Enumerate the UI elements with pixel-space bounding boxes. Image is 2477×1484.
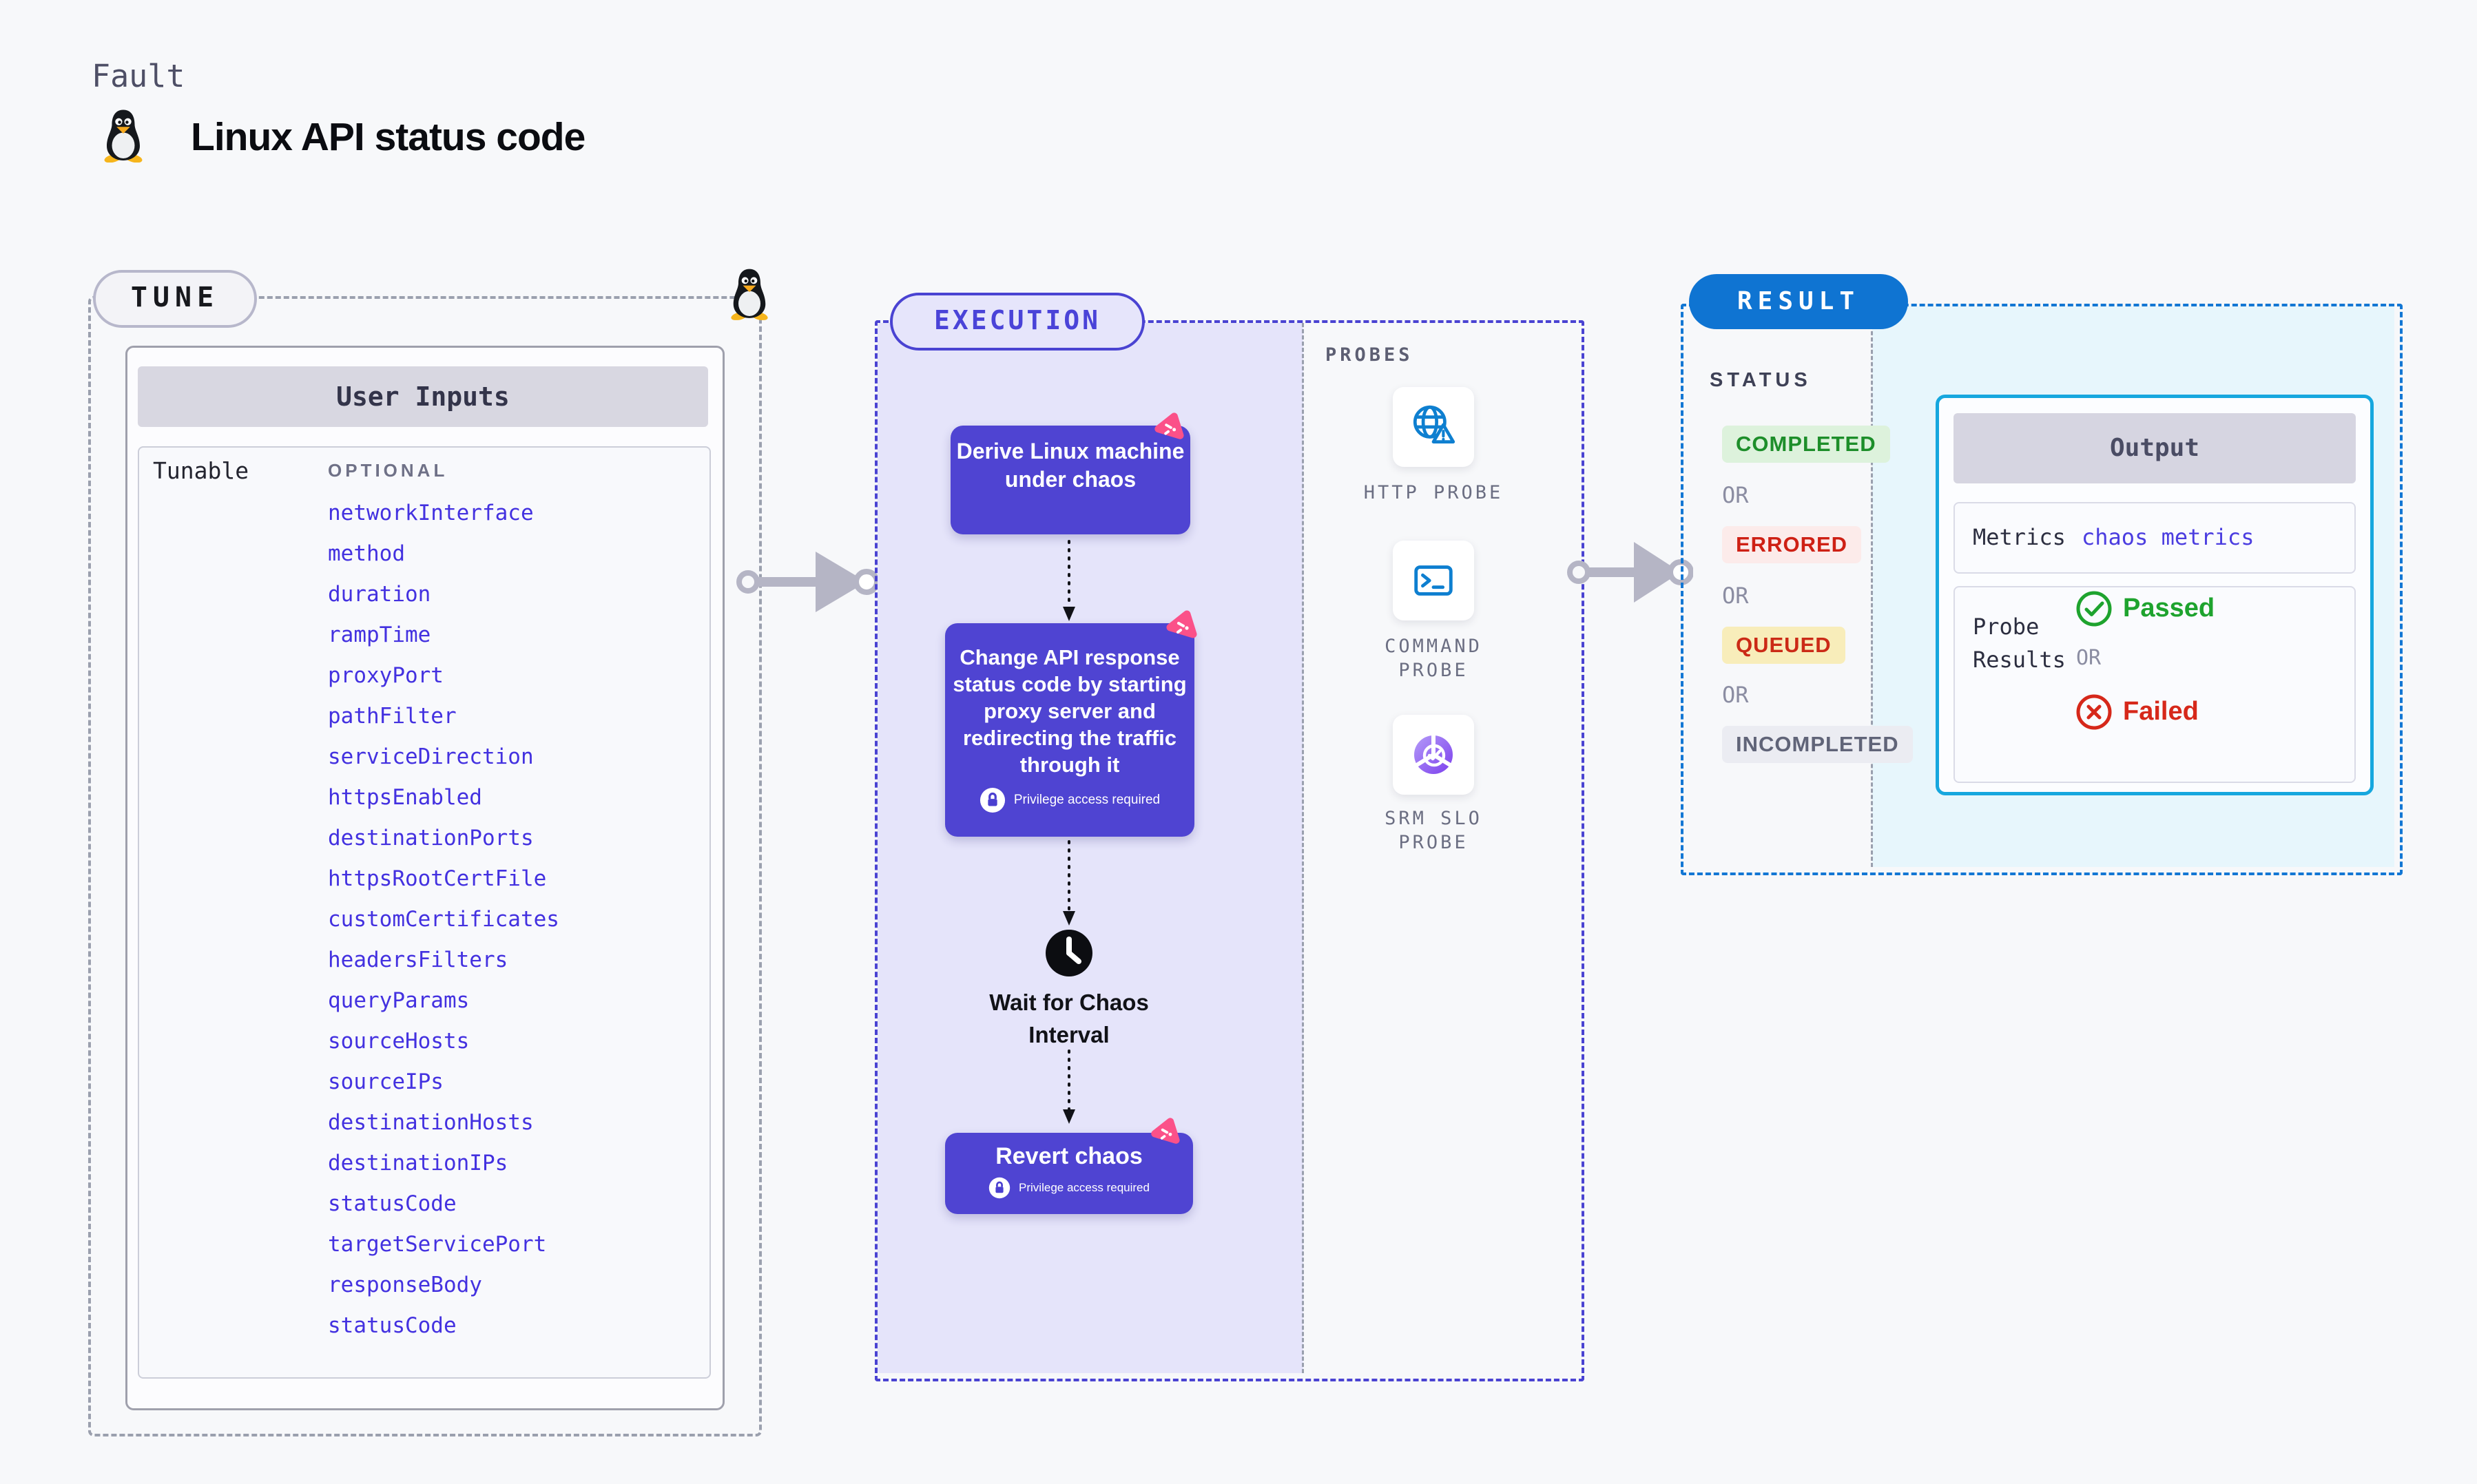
- probe-results-label: Probe Results: [1973, 614, 2066, 673]
- privilege-note: Privilege access required: [1013, 793, 1161, 807]
- tunable-row-label: Tunable: [153, 457, 249, 484]
- tux-penguin-icon: [727, 267, 771, 321]
- passed-check-icon: [2076, 591, 2112, 627]
- srm-slo-probe-card: [1393, 715, 1474, 795]
- wait-clock-icon: [1046, 930, 1092, 976]
- status-queued-badge: QUEUED: [1722, 627, 1845, 664]
- command-probe-label: COMMAND PROBE: [1385, 636, 1482, 681]
- tunable-link[interactable]: httpsEnabled: [328, 785, 482, 810]
- user-inputs-body: [138, 446, 711, 1379]
- chaos-metrics-link[interactable]: chaos metrics: [2082, 524, 2255, 550]
- optional-column-label: OPTIONAL: [328, 460, 448, 481]
- flow-connector-1: [1063, 540, 1075, 621]
- step-derive-text: Derive Linux machine under chaos: [956, 439, 1185, 492]
- privilege-note: Privilege access required: [1019, 1181, 1150, 1194]
- tunable-link[interactable]: duration: [328, 582, 431, 607]
- wait-for-chaos-label: Wait for Chaos Interval: [989, 990, 1149, 1047]
- metrics-row: [1953, 502, 2356, 574]
- tune-badge: TUNE: [93, 270, 257, 328]
- failed-x-icon: [2076, 694, 2112, 730]
- probe-results-row: [1953, 586, 2356, 783]
- tunable-link[interactable]: rampTime: [328, 623, 431, 647]
- srm-slo-probe-label: SRM SLO PROBE: [1385, 808, 1482, 853]
- or-separator: OR: [2076, 646, 2102, 670]
- or-separator: OR: [1722, 583, 1749, 609]
- tunable-link[interactable]: networkInterface: [328, 501, 534, 525]
- tunable-link[interactable]: targetServicePort: [328, 1232, 547, 1257]
- tunable-link[interactable]: headersFilters: [328, 948, 508, 972]
- tunable-link[interactable]: pathFilter: [328, 704, 457, 729]
- status-completed-badge: COMPLETED: [1722, 426, 1890, 463]
- tunable-link[interactable]: httpsRootCertFile: [328, 866, 547, 891]
- fault-kicker: Fault: [92, 58, 185, 94]
- result-badge: RESULT: [1689, 274, 1908, 329]
- status-label: STATUS: [1710, 369, 1812, 391]
- tune-section-outline: [88, 296, 762, 1436]
- http-probe-label: HTTP PROBE: [1363, 482, 1504, 503]
- failed-label: Failed: [2123, 697, 2199, 726]
- step-change-status-code: Change API response status code by start…: [945, 623, 1194, 837]
- status-errored-badge: ERRORED: [1722, 526, 1862, 563]
- probes-to-result-arrow: [1567, 542, 1693, 603]
- command-probe-card: [1393, 541, 1474, 620]
- privilege-lock-icon: [988, 1177, 1011, 1199]
- or-separator: OR: [1722, 682, 1749, 708]
- result-separator: [1871, 306, 1873, 867]
- tune-to-execution-arrow: [736, 552, 880, 612]
- probes-separator: [1302, 323, 1304, 1373]
- execution-section-outline: [875, 320, 1584, 1381]
- probes-label: PROBES: [1325, 344, 1413, 366]
- linux-penguin-icon: [101, 109, 146, 163]
- privilege-lock-icon: [980, 787, 1006, 813]
- output-header: Output: [1953, 413, 2356, 483]
- chaos-leaf-icon: [1149, 1116, 1180, 1147]
- step-change-text: Change API response status code by start…: [953, 645, 1187, 777]
- flow-connector-3: [1063, 1049, 1075, 1124]
- tunable-link[interactable]: serviceDirection: [328, 744, 534, 769]
- metrics-label: Metrics: [1973, 524, 2066, 550]
- tunable-link[interactable]: destinationIPs: [328, 1151, 508, 1175]
- page-title: Linux API status code: [191, 115, 585, 159]
- tunable-link[interactable]: destinationHosts: [328, 1110, 534, 1135]
- slo-donut-check-icon: [1414, 734, 1453, 774]
- chaos-leaf-icon: [1152, 411, 1184, 443]
- tunables-list: networkInterface method duration rampTime pr…: [328, 493, 714, 1346]
- step-revert-chaos: Revert chaos Privilege access required: [945, 1133, 1193, 1214]
- step-derive-machine: Derive Linux machine under chaos: [951, 426, 1190, 534]
- terminal-icon: [1414, 565, 1453, 596]
- or-separator: OR: [1722, 482, 1749, 508]
- globe-alert-icon: [1413, 405, 1455, 443]
- user-inputs-header: User Inputs: [138, 366, 708, 427]
- passed-label: Passed: [2123, 594, 2215, 623]
- tunable-link[interactable]: statusCode: [328, 1313, 457, 1338]
- tunable-link[interactable]: destinationPorts: [328, 826, 534, 850]
- chaos-leaf-icon: [1164, 609, 1197, 642]
- tunable-link[interactable]: method: [328, 541, 405, 566]
- tunable-link[interactable]: sourceHosts: [328, 1029, 470, 1054]
- tunable-link[interactable]: sourceIPs: [328, 1069, 444, 1094]
- tunable-link[interactable]: customCertificates: [328, 907, 559, 932]
- status-incompleted-badge: INCOMPLETED: [1722, 726, 1913, 763]
- http-probe-card: [1393, 387, 1474, 467]
- tunable-link[interactable]: statusCode: [328, 1191, 457, 1216]
- step-revert-text: Revert chaos: [995, 1143, 1143, 1169]
- result-section-outline: [1681, 304, 2403, 875]
- flow-connector-2: [1063, 840, 1075, 926]
- tunable-link[interactable]: queryParams: [328, 988, 470, 1013]
- tunable-link[interactable]: proxyPort: [328, 663, 444, 688]
- tunable-link[interactable]: responseBody: [328, 1273, 482, 1297]
- execution-badge: EXECUTION: [890, 293, 1145, 351]
